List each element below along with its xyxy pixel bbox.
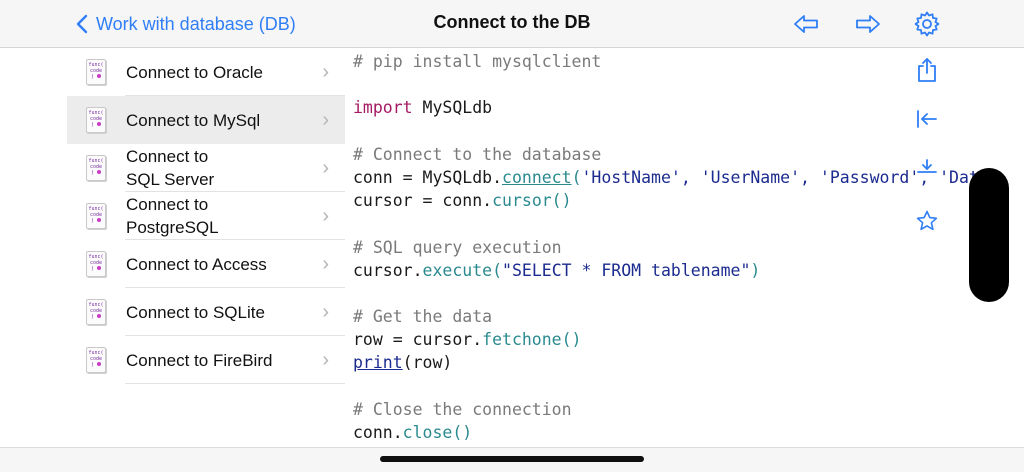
collapse-left-icon xyxy=(917,110,937,128)
chevron-left-icon xyxy=(76,14,88,34)
back-button-label: Work with database (DB) xyxy=(96,13,296,34)
favorite-button[interactable] xyxy=(912,206,942,236)
code-line: cursor.execute("SELECT * FROM tablename"… xyxy=(353,261,760,280)
code-file-icon: func(code) xyxy=(86,299,106,325)
sidebar-item-label: Connect to Oracle xyxy=(126,62,264,82)
download-button[interactable] xyxy=(912,155,942,185)
code-line: row = cursor.fetchone() xyxy=(353,330,581,349)
sidebar-item-label: Connect to MySql xyxy=(126,110,261,130)
settings-button[interactable] xyxy=(912,10,942,38)
sidebar-item-oracle[interactable]: func(code) Connect to Oracle › xyxy=(67,48,345,96)
sidebar-item-sql-server[interactable]: func(code) Connect to SQL Server › xyxy=(67,144,345,192)
share-button[interactable] xyxy=(912,55,942,85)
code-line: # Get the data xyxy=(353,307,493,326)
divider xyxy=(125,191,345,192)
star-icon xyxy=(916,210,938,231)
code-line: # SQL query execution xyxy=(353,238,562,257)
code-line: import MySQLdb xyxy=(353,98,492,117)
code-line: # Close the connection xyxy=(353,400,572,419)
sidebar-item-sqlite[interactable]: func(code) Connect to SQLite › xyxy=(67,288,345,336)
code-text: cursor. xyxy=(353,261,423,280)
code-line: conn = MySQLdb.connect('HostName', 'User… xyxy=(353,168,979,187)
code-text: cursor = conn. xyxy=(353,191,493,210)
arrow-left-icon xyxy=(794,15,818,33)
page-title: Connect to the DB xyxy=(433,12,591,32)
download-icon xyxy=(917,159,937,173)
sidebar-item-label: Connect to FireBird xyxy=(126,350,273,370)
navigation-bar: Work with database (DB) Connect to the D… xyxy=(0,0,1024,48)
code-file-icon: func(code) xyxy=(86,59,106,85)
sidebar-item-firebird[interactable]: func(code) Connect to FireBird › xyxy=(67,336,345,384)
code-function: execute( xyxy=(422,261,503,280)
divider xyxy=(125,287,345,288)
code-line: # pip install mysqlclient xyxy=(353,52,602,71)
next-button[interactable] xyxy=(853,10,883,38)
sidebar-item-label: Connect to PostgreSQL xyxy=(126,195,219,237)
chevron-right-icon: › xyxy=(322,156,329,179)
divider xyxy=(125,383,345,384)
chevron-right-icon: › xyxy=(322,252,329,275)
code-text: (row) xyxy=(402,353,453,372)
code-view[interactable]: # pip install mysqlclient import MySQLdb… xyxy=(353,50,1024,450)
collapse-sidebar-button[interactable] xyxy=(912,104,942,134)
chevron-right-icon: › xyxy=(322,108,329,131)
code-function: close() xyxy=(402,423,473,442)
code-string: "SELECT * FROM tablename" xyxy=(502,261,751,280)
code-text: row = cursor. xyxy=(353,330,483,349)
sidebar: func(code) Connect to Oracle › func(code… xyxy=(67,48,345,384)
previous-button[interactable] xyxy=(791,10,821,38)
code-text: MySQLdb xyxy=(412,98,493,117)
chevron-right-icon: › xyxy=(322,204,329,227)
arrow-right-icon xyxy=(856,15,880,33)
code-file-icon: func(code) xyxy=(86,251,106,277)
sidebar-item-mysql[interactable]: func(code) Connect to MySql › xyxy=(67,96,345,144)
scroll-handle[interactable] xyxy=(969,168,1009,302)
code-function: print xyxy=(353,353,403,372)
code-line: print(row) xyxy=(353,353,452,372)
share-icon xyxy=(918,58,936,82)
code-file-icon: func(code) xyxy=(86,155,106,181)
code-text: ) xyxy=(750,261,761,280)
code-file-icon: func(code) xyxy=(86,203,106,229)
code-text: conn = MySQLdb. xyxy=(353,168,503,187)
code-function: cursor() xyxy=(492,191,572,210)
gear-icon xyxy=(914,11,940,37)
divider xyxy=(125,335,345,336)
divider xyxy=(125,95,345,96)
code-file-icon: func(code) xyxy=(86,107,106,133)
sidebar-item-label: Connect to SQL Server xyxy=(126,147,215,189)
sidebar-item-label: Connect to Access xyxy=(126,254,267,274)
divider xyxy=(125,239,345,240)
code-line: cursor = conn.cursor() xyxy=(353,191,572,210)
code-function: connect xyxy=(502,168,572,187)
home-indicator[interactable] xyxy=(380,456,644,462)
chevron-right-icon: › xyxy=(322,348,329,371)
sidebar-item-label: Connect to SQLite xyxy=(126,302,265,322)
code-keyword: import xyxy=(353,98,413,117)
code-file-icon: func(code) xyxy=(86,347,106,373)
chevron-right-icon: › xyxy=(322,60,329,83)
sidebar-item-postgresql[interactable]: func(code) Connect to PostgreSQL › xyxy=(67,192,345,240)
code-string: 'HostName', 'UserName', 'Password', 'Dat xyxy=(581,168,979,187)
code-function: fetchone() xyxy=(482,330,582,349)
code-text: ( xyxy=(571,168,582,187)
chevron-right-icon: › xyxy=(322,300,329,323)
sidebar-item-access[interactable]: func(code) Connect to Access › xyxy=(67,240,345,288)
code-line: # Connect to the database xyxy=(353,145,602,164)
back-button[interactable]: Work with database (DB) xyxy=(76,11,296,37)
code-text: conn. xyxy=(353,423,403,442)
code-line: conn.close() xyxy=(353,423,472,442)
